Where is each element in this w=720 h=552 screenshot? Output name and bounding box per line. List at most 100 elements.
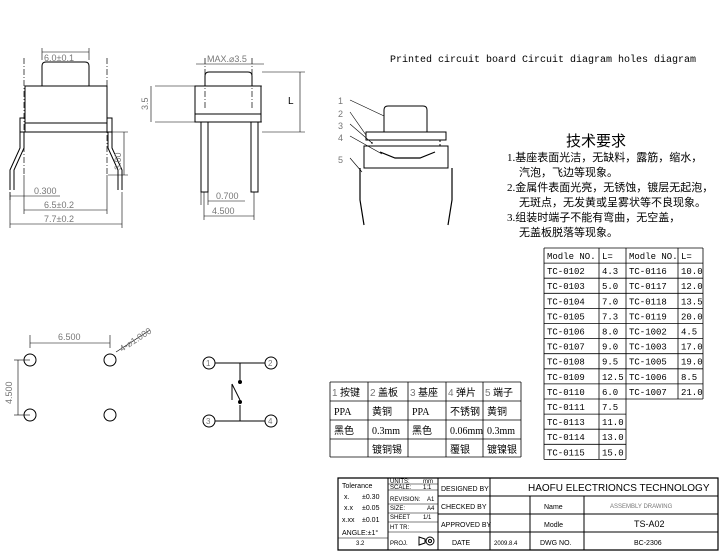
dim-pin-spacing: 4.500 <box>212 206 235 216</box>
parts-cell-color: 0.3mm <box>372 426 400 437</box>
parts-header-num: 3 <box>410 388 416 399</box>
tech-req-line-3: 2.金属件表面光亮，无锈蚀，镀层无起泡， <box>507 180 713 194</box>
models-table-cell: TC-0109 <box>547 373 585 383</box>
models-table-cell: 21.0 <box>681 388 703 398</box>
tol-k-0: x. <box>344 494 350 501</box>
pin-4: 4 <box>268 417 273 426</box>
parts-header-num: 5 <box>485 388 491 399</box>
parts-cell-color: 黑色 <box>334 424 354 437</box>
designed-by: DESIGNED BY <box>441 486 489 493</box>
parts-cell-material: PPA <box>412 407 430 418</box>
title-block <box>338 478 718 550</box>
parts-header-name: 弹片 <box>456 386 476 399</box>
callout-5: 5 <box>338 155 343 165</box>
dim-pin-height: 3.00 <box>113 152 123 170</box>
parts-cell-finish: 镀铜锡 <box>372 443 402 456</box>
dim-width-top: 6.0±0.1 <box>44 53 74 63</box>
models-table-cell: TC-0111 <box>547 403 585 413</box>
parts-cell-color: 0.3mm <box>487 426 515 437</box>
scale-label: SCALE: <box>390 485 412 491</box>
angle-sub: 3.2 <box>356 541 365 547</box>
models-table-cell: TC-0114 <box>547 433 585 443</box>
models-table-cell: 17.0 <box>681 343 703 353</box>
revision-val: A1 <box>427 497 435 503</box>
models-table-cell: TC-0105 <box>547 312 585 322</box>
tech-req-title: 技术要求 <box>566 133 626 150</box>
models-table-cell: 7.0 <box>602 297 618 307</box>
models-table-cell: 11.0 <box>602 418 624 428</box>
models-table-cell: TC-0107 <box>547 343 585 353</box>
models-table-cell: TC-0102 <box>547 267 585 277</box>
models-table-cell: 5.0 <box>602 282 618 292</box>
parts-header-name: 基座 <box>418 386 438 399</box>
parts-header-name: 按键 <box>340 386 360 399</box>
size-val: A4 <box>427 506 435 512</box>
parts-cell-color: 0.06mm <box>450 426 483 437</box>
parts-cell-finish: 镀镍银 <box>487 443 517 456</box>
scale-val: 1:1 <box>423 485 432 491</box>
checked-by: CHECKED BY <box>441 504 487 511</box>
parts-header-num: 4 <box>448 388 454 399</box>
name-val: ASSEMBLY DRAWING <box>610 504 673 510</box>
models-table-cell: TC-1005 <box>629 358 667 368</box>
parts-cell-material: PPA <box>334 407 352 418</box>
dim-pcb-spacing-y: 4.500 <box>4 381 14 404</box>
model-label: Modle <box>544 522 563 529</box>
models-table-header: L= <box>681 252 692 262</box>
models-table-cell: TC-0115 <box>547 448 585 458</box>
pin-1: 1 <box>206 359 211 368</box>
models-table-cell: 8.0 <box>602 328 618 338</box>
callout-2: 2 <box>338 109 343 119</box>
tol-v-1: ±0.05 <box>362 505 380 512</box>
tech-req-line-4: 无斑点，无发黄或呈雾状等不良现象。 <box>519 195 706 209</box>
front-view <box>10 48 128 228</box>
models-table-cell: 13.0 <box>602 433 624 443</box>
models-table-cell: TC-0103 <box>547 282 585 292</box>
size-label: SIZE: <box>390 506 405 512</box>
dim-height-letter: L <box>288 96 294 107</box>
httr-label: HT TR: <box>390 525 409 531</box>
tol-k-2: x.xx <box>342 517 355 524</box>
callout-4: 4 <box>338 133 343 143</box>
models-table-cell: 10.0 <box>681 267 703 277</box>
models-table-cell: TC-1002 <box>629 328 667 338</box>
models-table-cell: 8.5 <box>681 373 697 383</box>
parts-cell-material: 不锈钢 <box>450 405 480 418</box>
dim-pin-inner: 0.300 <box>34 186 57 196</box>
models-table-cell: TC-0113 <box>547 418 585 428</box>
dwg-label: DWG NO. <box>540 540 572 547</box>
models-table-cell: 9.0 <box>602 343 618 353</box>
models-table-header: L= <box>602 252 613 262</box>
models-table-cell: TC-1006 <box>629 373 667 383</box>
dim-cap-diameter: MAX.⌀3.5 <box>207 54 247 64</box>
models-table-cell: TC-0110 <box>547 388 585 398</box>
models-table-cell: TC-1003 <box>629 343 667 353</box>
dim-body-height: 3.5 <box>140 97 150 110</box>
models-table-cell: 4.3 <box>602 267 618 277</box>
angle-label: ANGLE:±1° <box>342 529 378 537</box>
models-table-cell: TC-0106 <box>547 328 585 338</box>
pcb-hole <box>104 354 116 366</box>
models-table-cell: 7.5 <box>602 403 618 413</box>
callout-1: 1 <box>338 96 343 106</box>
circuit-diagram <box>203 357 277 427</box>
date-val: 2009.8.4 <box>494 541 518 547</box>
tol-v-0: ±0.30 <box>362 494 380 501</box>
units-val: mm <box>423 479 433 485</box>
parts-header-name: 盖板 <box>378 386 398 399</box>
models-table-header: Modle NO. <box>547 252 596 262</box>
exploded-view <box>350 100 452 225</box>
dim-pin-width: 0.700 <box>216 191 239 201</box>
tech-req-line-6: 无盖板脱落等现象。 <box>519 225 618 239</box>
models-table-cell: 13.5 <box>681 297 703 307</box>
pcb-holes <box>14 330 150 421</box>
callout-3: 3 <box>338 121 343 131</box>
dim-body-width: 6.5±0.2 <box>44 200 74 210</box>
dim-pcb-spacing-x: 6.500 <box>58 332 81 342</box>
tech-req-line-2: 汽泡，飞边等现象。 <box>519 165 618 179</box>
header-title: Printed circuit board Circuit diagram ho… <box>390 54 696 66</box>
model-val: TS-A02 <box>634 519 665 529</box>
